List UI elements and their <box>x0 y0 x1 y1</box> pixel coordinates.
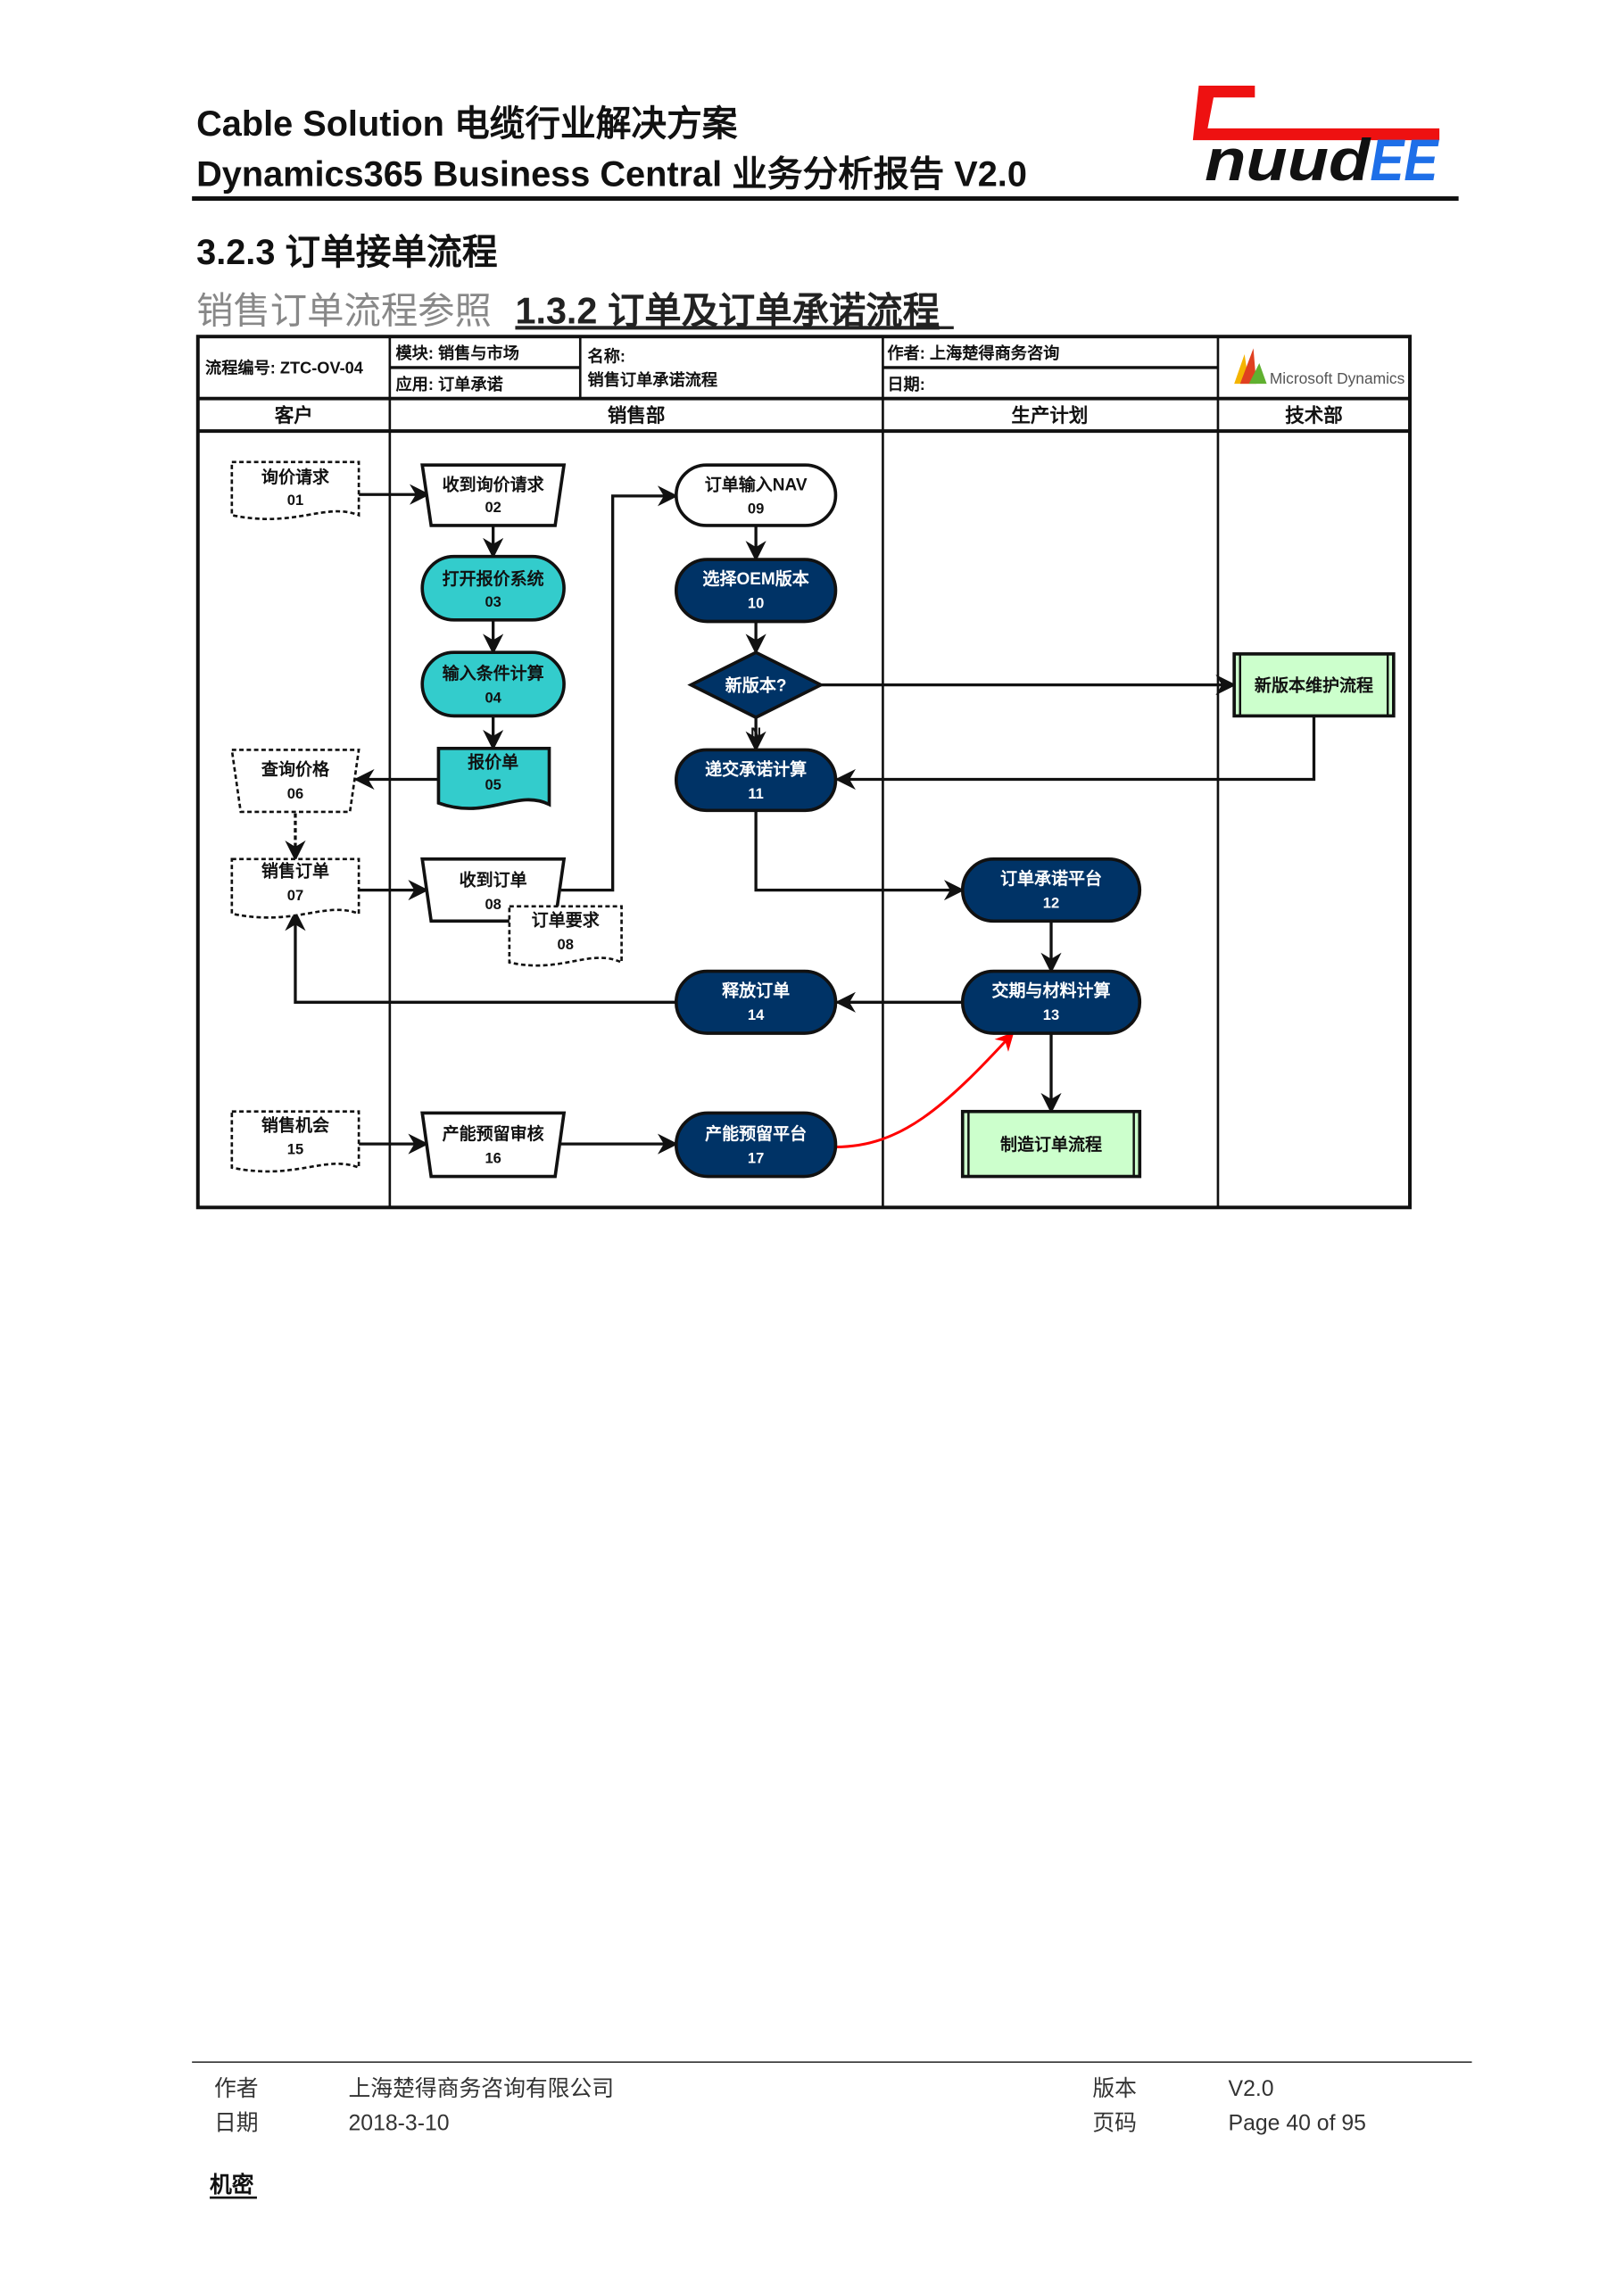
decision-new-version[interactable]: 新版本? <box>687 650 824 720</box>
svg-text:nuud: nuud <box>1205 128 1371 194</box>
node-12-order-promise-platform[interactable]: 订单承诺平台 12 <box>960 857 1142 923</box>
svg-text:07: 07 <box>287 887 303 904</box>
header-title: Cable Solution 电缆行业解决方案 <box>196 104 738 144</box>
svg-text:产能预留审核: 产能预留审核 <box>443 1123 544 1144</box>
company-logo: nuud EE <box>1192 85 1440 194</box>
footer-author-label: 作者 <box>214 2076 259 2101</box>
svg-text:01: 01 <box>287 492 303 509</box>
reference-text: 销售订单流程参照 <box>196 290 492 331</box>
svg-text:14: 14 <box>748 1006 765 1023</box>
connectors <box>285 484 1316 1155</box>
svg-text:交期与材料计算: 交期与材料计算 <box>991 981 1110 1001</box>
lane-sales: 销售部 <box>608 404 666 426</box>
header-rule <box>192 196 1459 201</box>
footer-date-value: 2018-3-10 <box>349 2111 450 2135</box>
svg-text:销售机会: 销售机会 <box>261 1114 329 1135</box>
footer-page-label: 页码 <box>1092 2111 1137 2135</box>
microsoft-dynamics-logo: Microsoft Dynamics <box>1234 348 1405 387</box>
reference-link-underline <box>515 326 954 329</box>
node-06-query-price[interactable]: 查询价格 06 <box>230 749 360 814</box>
svg-text:16: 16 <box>485 1150 501 1167</box>
svg-text:17: 17 <box>748 1150 764 1167</box>
decision-no-label: N <box>750 724 761 741</box>
footer-page-value: Page 40 of 95 <box>1229 2111 1366 2135</box>
node-05-quotation[interactable]: 报价单 05 <box>436 746 551 810</box>
process-info-table <box>195 335 1413 1210</box>
svg-text:输入条件计算: 输入条件计算 <box>443 663 544 683</box>
node-16-capacity-reservation-review[interactable]: 产能预留审核 16 <box>420 1111 567 1179</box>
node-03-open-quote-system[interactable]: 打开报价系统 03 <box>420 554 566 622</box>
svg-text:释放订单: 释放订单 <box>722 981 790 1001</box>
footer-author-value: 上海楚得商务咨询有限公司 <box>349 2076 615 2101</box>
svg-text:订单承诺平台: 订单承诺平台 <box>1000 868 1102 889</box>
svg-text:08: 08 <box>558 936 574 953</box>
svg-text:新版本维护流程: 新版本维护流程 <box>1255 675 1373 695</box>
subprocess-manufacturing-order[interactable]: 制造订单流程 <box>960 1109 1142 1179</box>
svg-text:制造订单流程: 制造订单流程 <box>1000 1134 1102 1155</box>
svg-text:09: 09 <box>748 501 764 517</box>
svg-text:06: 06 <box>287 785 303 802</box>
svg-text:询价请求: 询价请求 <box>261 467 330 487</box>
svg-text:15: 15 <box>287 1141 303 1158</box>
svg-text:13: 13 <box>1043 1006 1059 1023</box>
svg-text:产能预留平台: 产能预留平台 <box>705 1123 807 1144</box>
footer-version-value: V2.0 <box>1229 2077 1274 2101</box>
section-title: 3.2.3 订单接单流程 <box>196 233 497 272</box>
svg-text:12: 12 <box>1043 894 1059 911</box>
svg-text:选择OEM版本: 选择OEM版本 <box>702 568 808 589</box>
svg-text:11: 11 <box>748 785 763 802</box>
footer-date-label: 日期 <box>214 2111 259 2135</box>
date: 日期: <box>887 376 924 393</box>
node-17-capacity-reservation-platform[interactable]: 产能预留平台 17 <box>674 1111 838 1179</box>
footer-version-label: 版本 <box>1092 2076 1137 2101</box>
svg-text:04: 04 <box>485 689 501 706</box>
svg-text:收到订单: 收到订单 <box>460 870 527 890</box>
node-04-input-conditions[interactable]: 输入条件计算 04 <box>420 650 566 718</box>
svg-text:Microsoft Dynamics: Microsoft Dynamics <box>1270 369 1405 387</box>
author: 作者: 上海楚得商务咨询 <box>887 344 1059 362</box>
lane-production-planning: 生产计划 <box>1011 405 1088 426</box>
node-09-order-entry-nav[interactable]: 订单输入NAV 09 <box>674 463 838 527</box>
svg-text:05: 05 <box>485 776 501 793</box>
svg-text:订单输入NAV: 订单输入NAV <box>705 474 808 494</box>
svg-text:销售订单: 销售订单 <box>261 861 329 882</box>
application: 应用: 订单承诺 <box>395 375 502 393</box>
svg-text:02: 02 <box>485 499 501 516</box>
svg-text:递交承诺计算: 递交承诺计算 <box>705 759 807 780</box>
svg-text:新版本?: 新版本? <box>725 675 787 695</box>
subprocess-new-version-maintenance[interactable]: 新版本维护流程 <box>1232 652 1396 718</box>
node-13-lead-time-material-calc[interactable]: 交期与材料计算 13 <box>960 969 1142 1035</box>
module: 模块: 销售与市场 <box>395 344 518 362</box>
node-15-sales-opportunity[interactable]: 销售机会 15 <box>230 1110 360 1173</box>
svg-text:08: 08 <box>485 896 501 913</box>
svg-text:10: 10 <box>748 595 764 612</box>
svg-text:查询价格: 查询价格 <box>261 759 330 780</box>
svg-text:订单要求: 订单要求 <box>532 909 601 930</box>
reference-link[interactable]: 1.3.2 订单及订单承诺流程 <box>515 290 940 331</box>
confidential-underline <box>210 2196 257 2199</box>
confidential-label: 机密 <box>210 2172 254 2198</box>
node-10-select-oem-version[interactable]: 选择OEM版本 10 <box>674 558 838 624</box>
process-number: 流程编号: ZTC-OV-04 <box>205 359 364 377</box>
svg-text:报价单: 报价单 <box>468 751 518 772</box>
node-08-order-requirements[interactable]: 订单要求 08 <box>508 905 623 967</box>
node-14-release-order[interactable]: 释放订单 14 <box>674 969 838 1035</box>
svg-text:打开报价系统: 打开报价系统 <box>443 568 544 589</box>
lane-technical: 技术部 <box>1285 404 1343 426</box>
svg-text:03: 03 <box>485 593 501 610</box>
node-11-submit-promise-calc[interactable]: 递交承诺计算 11 <box>674 748 838 813</box>
svg-text:收到询价请求: 收到询价请求 <box>443 474 545 494</box>
node-01-inquiry-request[interactable]: 询价请求 01 <box>230 460 360 520</box>
node-07-sales-order[interactable]: 销售订单 07 <box>230 857 360 919</box>
name-value: 销售订单承诺流程 <box>588 370 718 389</box>
name-label: 名称: <box>588 346 626 365</box>
lane-customer: 客户 <box>275 404 313 426</box>
header-subtitle: Dynamics365 Business Central 业务分析报告 V2.0 <box>196 154 1027 194</box>
node-02-receive-inquiry[interactable]: 收到询价请求 02 <box>420 463 567 527</box>
svg-text:EE: EE <box>1370 128 1439 194</box>
